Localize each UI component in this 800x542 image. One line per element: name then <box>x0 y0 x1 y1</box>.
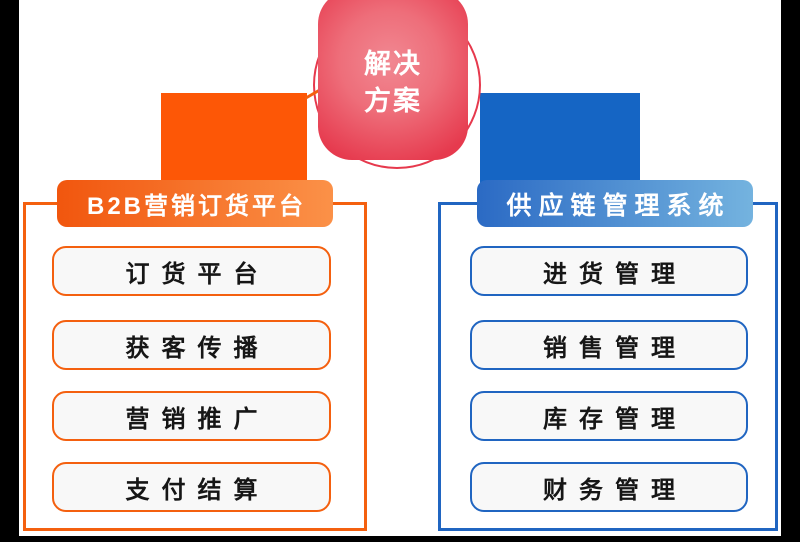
right-item-label: 进货管理 <box>543 260 687 288</box>
left-panel-item: 支付结算 <box>52 462 331 512</box>
right-item-label: 库存管理 <box>543 405 687 433</box>
left-item-label: 获客传播 <box>125 334 270 362</box>
right-panel-item: 库存管理 <box>470 391 748 441</box>
left-item-label: 订货平台 <box>125 260 270 288</box>
left-item-label: 营销推广 <box>125 405 270 433</box>
left-panel-item: 营销推广 <box>52 391 331 441</box>
right-panel-header: 供应链管理系统 <box>477 180 753 227</box>
right-panel-item: 财务管理 <box>470 462 748 512</box>
left-panel-header: B2B营销订货平台 <box>57 180 333 227</box>
left-panel-item: 获客传播 <box>52 320 331 370</box>
left-panel-header-label: B2B营销订货平台 <box>86 193 306 220</box>
left-item-label: 支付结算 <box>125 476 270 504</box>
left-panel-item: 订货平台 <box>52 246 331 296</box>
right-item-label: 财务管理 <box>543 476 687 504</box>
right-panel-header-label: 供应链管理系统 <box>506 191 731 220</box>
right-panel-item: 进货管理 <box>470 246 748 296</box>
right-item-label: 销售管理 <box>543 334 687 362</box>
right-panel-item: 销售管理 <box>470 320 748 370</box>
solution-node-line2: 方案 <box>364 86 422 116</box>
solution-node: 解决 方案 <box>318 0 468 160</box>
solution-node-line1: 解决 <box>364 49 422 79</box>
